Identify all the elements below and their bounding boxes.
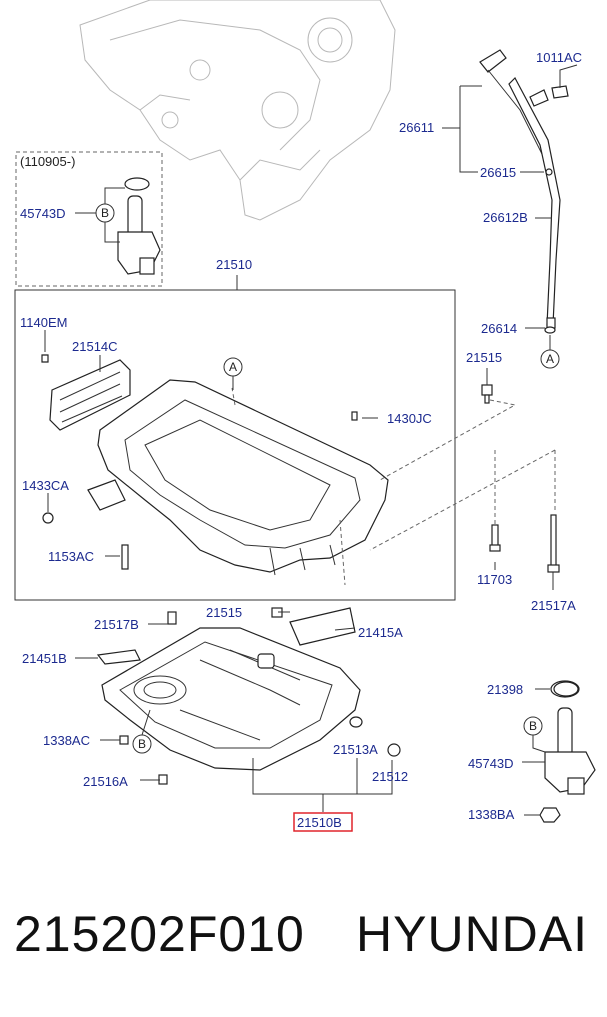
svg-text:A: A bbox=[546, 352, 554, 366]
label-1011AC[interactable]: 1011AC bbox=[536, 50, 582, 65]
label-21513A[interactable]: 21513A bbox=[333, 742, 378, 757]
lower-oil-pan bbox=[96, 607, 401, 785]
highlight-box bbox=[293, 812, 353, 832]
label-21415A[interactable]: 21415A bbox=[358, 625, 403, 640]
svg-text:A: A bbox=[229, 360, 237, 374]
svg-text:B: B bbox=[529, 719, 537, 733]
label-45743D-top[interactable]: 45743D bbox=[20, 206, 66, 221]
label-21510[interactable]: 21510 bbox=[216, 257, 252, 272]
label-11703[interactable]: 11703 bbox=[477, 572, 512, 587]
label-21515-top[interactable]: 21515 bbox=[466, 350, 502, 365]
label-1430JC[interactable]: 1430JC bbox=[387, 411, 432, 426]
label-26614[interactable]: 26614 bbox=[481, 321, 517, 336]
bolt-11703 bbox=[489, 524, 501, 552]
label-21510B[interactable]: 21510B bbox=[297, 815, 342, 830]
engine-block-ghost bbox=[79, 0, 396, 221]
callout-b-box: B bbox=[95, 203, 115, 223]
sensor-45743D-bottom bbox=[539, 680, 596, 823]
upper-oil-pan bbox=[41, 354, 389, 576]
footer-part-number: 215202F010 bbox=[14, 906, 305, 962]
leader-lines bbox=[44, 64, 578, 816]
parts-diagram: A A B B B 1011AC 26611 26615 26612B 2661… bbox=[14, 0, 596, 832]
bolt-21517A bbox=[547, 514, 560, 573]
label-21517B[interactable]: 21517B bbox=[94, 617, 139, 632]
footer-brand: HYUNDAI bbox=[356, 906, 589, 962]
callout-a-top: A bbox=[540, 349, 560, 369]
label-21514C[interactable]: 21514C bbox=[72, 339, 118, 354]
sensor-45743D-top bbox=[117, 177, 161, 275]
part-labels: 1011AC 26611 26615 26612B 26614 21515 (1… bbox=[20, 50, 582, 830]
label-26611[interactable]: 26611 bbox=[399, 120, 434, 135]
label-21512[interactable]: 21512 bbox=[372, 769, 408, 784]
label-1338AC[interactable]: 1338AC bbox=[43, 733, 90, 748]
callout-b-pan: B bbox=[132, 734, 152, 754]
callout-b-sensor: B bbox=[523, 716, 543, 736]
svg-text:B: B bbox=[101, 206, 109, 220]
label-26615[interactable]: 26615 bbox=[480, 165, 516, 180]
label-1338BA[interactable]: 1338BA bbox=[468, 807, 515, 822]
variant-box bbox=[15, 151, 163, 287]
label-26612B[interactable]: 26612B bbox=[483, 210, 528, 225]
callout-a-pan: A bbox=[223, 357, 243, 377]
label-21451B[interactable]: 21451B bbox=[22, 651, 67, 666]
label-45743D-bottom[interactable]: 45743D bbox=[468, 756, 514, 771]
dipstick-assembly bbox=[479, 49, 569, 334]
label-21517A[interactable]: 21517A bbox=[531, 598, 576, 613]
label-21516A[interactable]: 21516A bbox=[83, 774, 128, 789]
label-1433CA[interactable]: 1433CA bbox=[22, 478, 69, 493]
label-1140EM[interactable]: 1140EM bbox=[20, 315, 67, 330]
svg-text:B: B bbox=[138, 737, 146, 751]
label-1153AC[interactable]: 1153AC bbox=[48, 549, 94, 564]
label-110905: (110905-) bbox=[20, 154, 75, 169]
label-21398[interactable]: 21398 bbox=[487, 682, 523, 697]
upper-pan-box bbox=[14, 289, 456, 601]
cap-21398 bbox=[553, 681, 579, 697]
label-21515-mid[interactable]: 21515 bbox=[206, 605, 242, 620]
